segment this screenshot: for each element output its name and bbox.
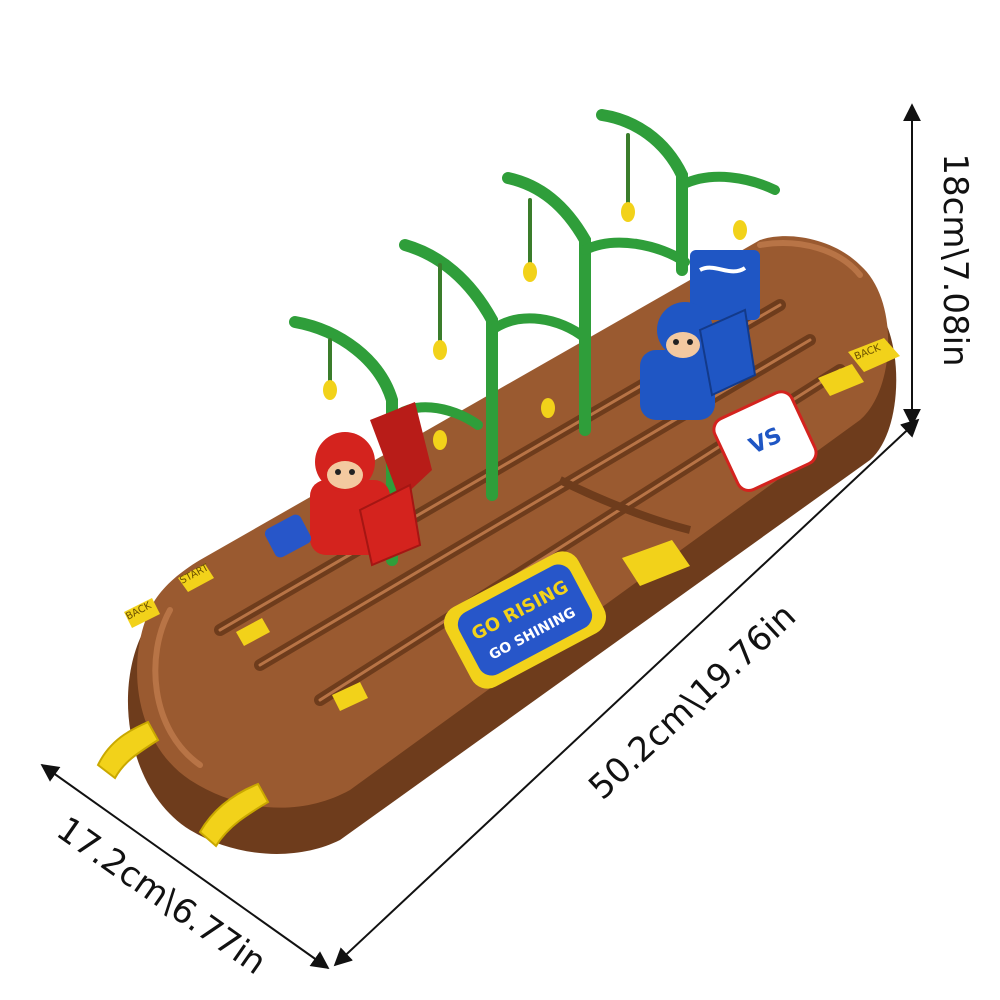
tree-4 [596,109,780,276]
slot-back-right[interactable]: BACK [848,338,900,372]
board-rim-highlight [152,240,863,768]
banana-icon [523,262,537,282]
toy-board [127,236,897,854]
red-player-figure[interactable] [310,402,432,567]
small-sticker-left [264,514,312,558]
dimension-height: 18cm\7.08in [903,103,975,427]
banana-icon [433,340,447,360]
banana-icon [541,398,555,418]
banana-icon [733,220,747,240]
tree-2 [399,239,590,501]
dimension-height-label: 18cm\7.08in [935,153,975,366]
banana-icon [433,430,447,450]
slot-yellow-1[interactable] [236,618,270,646]
banana-icon [621,202,635,222]
blue-player-figure[interactable] [640,250,760,420]
banana-icon [323,380,337,400]
slot-start-right[interactable] [818,364,864,396]
